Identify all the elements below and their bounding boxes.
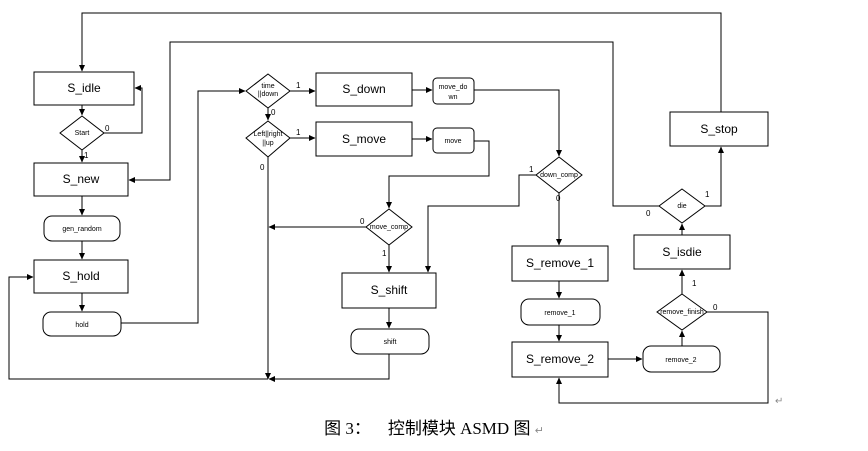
action-remove-1: remove_1 <box>520 298 601 326</box>
decision-die: die <box>658 188 706 224</box>
label-time-no: 0 <box>271 108 276 117</box>
arrow-downcomp-shift <box>425 174 536 273</box>
asmd-diagram: S_idle S_new S_hold S_down S_move S_shif… <box>8 12 769 404</box>
state-s-isdie: S_isdie <box>633 234 731 270</box>
label-die-yes: 1 <box>705 190 710 199</box>
state-s-move: S_move <box>315 121 413 157</box>
action-shift-label: shift <box>384 339 397 346</box>
decision-start: Start <box>59 115 105 151</box>
arrow-die-stop <box>705 146 724 207</box>
caption-return-mark: ↵ <box>534 425 544 437</box>
action-gen-random-label: gen_random <box>62 226 101 233</box>
action-move-down-label-2: wn <box>448 94 458 101</box>
action-move-label: move <box>444 138 461 145</box>
label-downcomp-yes: 1 <box>529 165 534 174</box>
state-s-down-label: S_down <box>342 82 385 96</box>
state-s-remove-1-label: S_remove_1 <box>526 256 594 270</box>
arrow-bus-hold <box>8 274 268 380</box>
action-move: move <box>432 127 475 154</box>
state-s-idle-label: S_idle <box>67 81 101 95</box>
label-lru-no: 0 <box>260 163 265 172</box>
state-s-hold: S_hold <box>33 259 129 294</box>
arrow-movedown-comp <box>474 89 562 157</box>
state-s-stop: S_stop <box>669 111 769 147</box>
label-finish-yes: 1 <box>692 279 697 288</box>
decision-left-right-up: Left||right ||up <box>245 120 291 158</box>
caption-label: 图 3： <box>324 419 371 438</box>
action-shift: shift <box>350 328 430 355</box>
label-finish-no: 0 <box>713 303 718 312</box>
arrow-start-no <box>104 85 143 134</box>
action-remove-2: remove_2 <box>642 345 721 373</box>
caption-title: 控制模块 ASMD 图 <box>387 419 531 438</box>
state-s-move-label: S_move <box>342 132 386 146</box>
action-hold-label: hold <box>75 322 88 329</box>
state-s-hold-label: S_hold <box>62 269 99 283</box>
state-s-shift-label: S_shift <box>371 283 408 297</box>
action-remove-1-label: remove_1 <box>544 310 575 317</box>
state-s-remove-2: S_remove_2 <box>511 341 609 378</box>
decision-left-right-up-label-1: Left||right <box>254 131 283 138</box>
action-gen-random: gen_random <box>43 215 121 242</box>
state-s-shift: S_shift <box>341 272 437 309</box>
state-s-isdie-label: S_isdie <box>662 245 702 259</box>
decision-time-down: time ||down <box>245 73 291 109</box>
arrow-hold-decision <box>121 88 246 324</box>
label-start-yes: 1 <box>84 151 89 160</box>
state-s-new-label: S_new <box>63 172 100 186</box>
label-die-no: 0 <box>646 209 651 218</box>
state-s-remove-1: S_remove_1 <box>511 245 609 282</box>
figure-caption: 图 3： 控制模块 ASMD 图 ↵ <box>0 414 868 439</box>
return-mark: ↵ <box>775 396 784 407</box>
arrow-shift-bus <box>268 354 390 382</box>
decision-left-right-up-label-2: ||up <box>262 140 274 147</box>
label-lru-yes: 1 <box>296 128 301 137</box>
connectors <box>8 12 769 404</box>
decision-move-comp: move_comp <box>365 208 413 246</box>
arrow-finish-no <box>556 311 769 404</box>
state-s-stop-label: S_stop <box>700 122 738 136</box>
label-movecomp-yes: 1 <box>382 249 387 258</box>
label-start-no: 0 <box>105 124 110 133</box>
decision-start-label: Start <box>75 130 90 137</box>
decision-die-label: die <box>677 203 686 210</box>
state-s-down: S_down <box>315 72 413 107</box>
label-downcomp-no: 0 <box>556 194 561 203</box>
action-hold: hold <box>42 311 122 337</box>
decision-down-comp: down_comp <box>535 156 583 194</box>
decision-time-down-label-2: ||down <box>258 91 278 98</box>
decision-remove-finish-label: remove_finish <box>660 309 704 316</box>
state-s-idle: S_idle <box>33 71 135 106</box>
label-time-yes: 1 <box>296 81 301 90</box>
arrow-die-new <box>128 41 659 207</box>
branch-labels: 0 1 1 0 1 0 1 0 0 1 1 0 1 0 <box>84 81 718 312</box>
action-move-down: move_do wn <box>432 77 475 105</box>
decision-remove-finish: remove_finish <box>656 293 708 331</box>
label-movecomp-no: 0 <box>360 217 365 226</box>
arrow-move-comp <box>386 140 490 209</box>
decision-move-comp-label: move_comp <box>370 224 408 231</box>
arrow-stop-idle <box>79 12 722 112</box>
action-remove-2-label: remove_2 <box>665 357 696 364</box>
state-s-new: S_new <box>33 162 129 197</box>
decision-time-down-label-1: time <box>261 83 274 90</box>
decision-down-comp-label: down_comp <box>540 172 578 179</box>
state-s-remove-2-label: S_remove_2 <box>526 352 594 366</box>
action-move-down-label-1: move_do <box>439 84 468 91</box>
